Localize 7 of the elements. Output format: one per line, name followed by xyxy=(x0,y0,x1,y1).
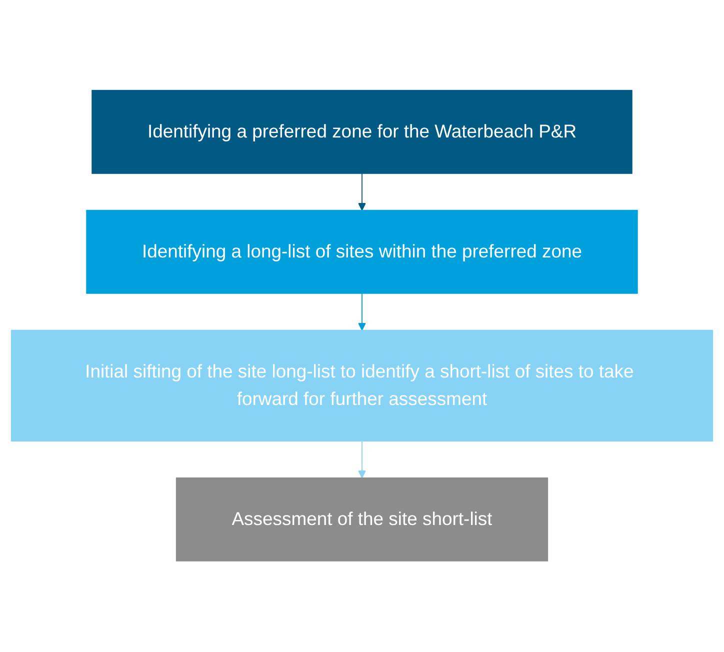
node-box: Initial sifting of the site long-list to identify a short-list of sites to take forward for further assessment xyxy=(10,330,714,442)
node-box: Identifying a long-list of sites within the preferred zone xyxy=(86,210,638,294)
arrow xyxy=(358,293,366,331)
node-box: Assessment of the site short-list xyxy=(176,478,548,562)
node-box: Identifying a preferred zone for the Waterbeach P&R xyxy=(92,90,632,174)
arrow xyxy=(358,440,366,479)
arrow xyxy=(358,173,366,212)
